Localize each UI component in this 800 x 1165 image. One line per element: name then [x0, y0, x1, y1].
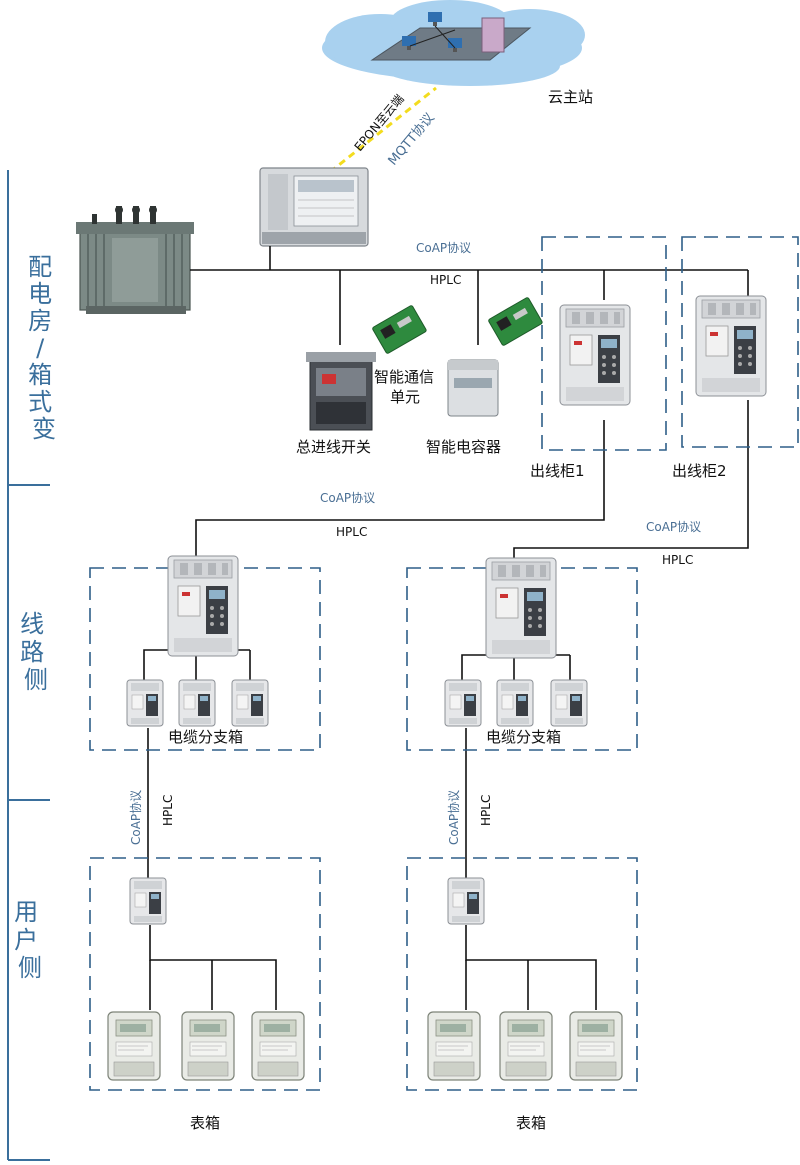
- section3-char: 户: [14, 926, 38, 954]
- section1-char: 箱: [28, 361, 52, 389]
- section1-char: /: [36, 334, 45, 362]
- outlet-cabinet-1-label: 出线柜1: [530, 462, 585, 480]
- cable-branch-box-left-label: 电缆分支箱: [168, 728, 243, 746]
- electric-meter-icon: [499, 1011, 553, 1081]
- outlet-cabinet-1-frame: [541, 236, 667, 451]
- branch-left-small-breaker-icon: [231, 679, 269, 727]
- main-switch-label: 总进线开关: [296, 438, 371, 456]
- electric-meter-icon: [251, 1011, 305, 1081]
- section-divider-lines: [7, 170, 50, 1161]
- meter-box-left-label: 表箱: [190, 1114, 220, 1132]
- branch-left-small-breaker-icon: [178, 679, 216, 727]
- section2-char: 侧: [24, 666, 48, 694]
- coap-label-vertical-left: CoAP协议: [128, 790, 143, 845]
- coap-label-right: CoAP协议: [646, 519, 701, 534]
- section2-char: 线: [20, 610, 44, 638]
- hplc-label-right: HPLC: [662, 553, 693, 567]
- section1-char: 配: [28, 253, 52, 281]
- bus-wires: [143, 246, 749, 1010]
- section3-char: 用: [14, 898, 38, 926]
- branch-right-small-breaker-icon: [496, 679, 534, 727]
- meter-box-left-breaker-icon: [129, 877, 167, 925]
- meter-box-right-breaker-icon: [447, 877, 485, 925]
- section1-char: 电: [28, 280, 52, 308]
- branch-box-left-breaker-icon: [167, 555, 239, 657]
- outlet-cabinet-2-label: 出线柜2: [672, 462, 727, 480]
- hplc-label-top: HPLC: [430, 273, 461, 287]
- outlet-cabinet-1-breaker-icon: [559, 304, 631, 406]
- section-label-user-side: 用 户 侧: [14, 898, 46, 982]
- outlet-cabinet-2-frame: [681, 236, 799, 448]
- branch-right-small-breaker-icon: [444, 679, 482, 727]
- electric-meter-icon: [181, 1011, 235, 1081]
- comm-module-icon: [372, 305, 427, 354]
- uplink-line: [329, 86, 437, 174]
- section1-char: 变: [32, 415, 56, 443]
- section3-char: 侧: [18, 954, 42, 982]
- hplc-label-vertical-right: HPLC: [479, 795, 493, 826]
- main-switch-icon: [306, 352, 376, 431]
- meter-box-right-frame: [406, 857, 638, 1091]
- section2-char: 路: [20, 638, 44, 666]
- capacitor-icon: [447, 359, 499, 417]
- section-label-distribution-room: 配 电 房 / 箱 式 变: [28, 253, 60, 443]
- outlet-cabinet-2-breaker-icon: [695, 295, 767, 397]
- coap-label-left: CoAP协议: [320, 490, 375, 505]
- section1-char: 房: [28, 307, 52, 335]
- branch-left-small-breaker-icon: [126, 679, 164, 727]
- meter-box-left-frame: [89, 857, 321, 1091]
- cable-branch-box-right-label: 电缆分支箱: [486, 728, 561, 746]
- cloud-master-station-label: 云主站: [548, 88, 593, 106]
- electric-meter-icon: [569, 1011, 623, 1081]
- coap-label-top: CoAP协议: [416, 240, 471, 255]
- branch-right-small-breaker-icon: [550, 679, 588, 727]
- branch-box-right-breaker-icon: [485, 557, 557, 659]
- comm-unit-label-line2: 单元: [390, 388, 420, 406]
- hplc-label-left: HPLC: [336, 525, 367, 539]
- transformer-icon: [76, 206, 194, 314]
- capacitor-label: 智能电容器: [426, 438, 501, 456]
- electric-meter-icon: [107, 1011, 161, 1081]
- coap-label-vertical-right: CoAP协议: [446, 790, 461, 845]
- comm-unit-label-line1: 智能通信: [374, 368, 434, 386]
- hplc-label-vertical-left: HPLC: [161, 795, 175, 826]
- concentrator-icon: [259, 167, 369, 247]
- section-label-line-side: 线 路 侧: [20, 610, 52, 694]
- comm-module-icon: [488, 297, 543, 346]
- section1-char: 式: [28, 388, 52, 416]
- cloud-network-icon: [322, 0, 585, 86]
- uplink-mqtt-label: MQTT协议: [386, 111, 438, 169]
- meter-box-right-label: 表箱: [516, 1114, 546, 1132]
- electric-meter-icon: [427, 1011, 481, 1081]
